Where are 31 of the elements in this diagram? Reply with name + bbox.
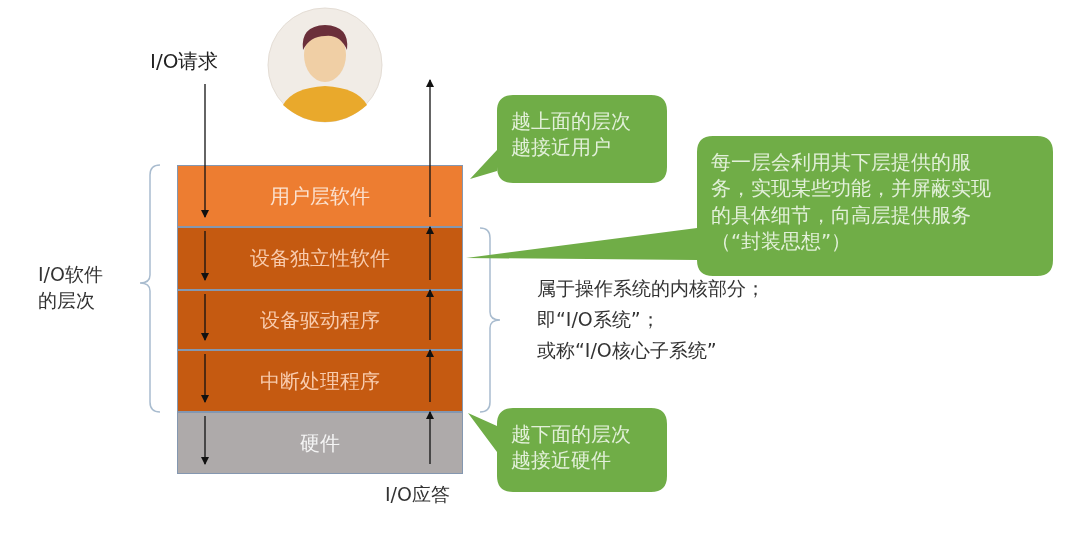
arrow bbox=[201, 353, 209, 403]
arrow bbox=[201, 293, 209, 341]
bubble-text: 越下面的层次越接近硬件 bbox=[511, 422, 632, 475]
arrow bbox=[201, 230, 209, 281]
layer-name: 硬件 bbox=[300, 429, 340, 457]
layer-box bbox=[177, 412, 463, 474]
layer-box bbox=[177, 290, 463, 350]
layer-box bbox=[177, 350, 463, 412]
arrow bbox=[426, 289, 434, 341]
arrow bbox=[426, 411, 434, 465]
layer-name: 用户层软件 bbox=[270, 182, 370, 210]
bubble-text: 越上面的层次越接近用户 bbox=[511, 109, 632, 162]
arrow bbox=[426, 226, 434, 281]
speech-bubble bbox=[470, 95, 667, 185]
layer-name: 设备独立性软件 bbox=[250, 245, 390, 272]
layer-box bbox=[177, 227, 463, 290]
arrow bbox=[426, 349, 434, 403]
axis-label: I/O应答 bbox=[385, 482, 451, 507]
io-label: I/O请求 bbox=[150, 48, 260, 80]
arrow bbox=[201, 415, 209, 465]
arrow bbox=[201, 83, 209, 218]
annotation-text: 即“I/O系统”； bbox=[537, 307, 661, 332]
annotation-text: 或称“I/O核心子系统” bbox=[537, 338, 718, 363]
layer-name: 设备驱动程序 bbox=[260, 306, 380, 334]
annotation-text: 属于操作系统的内核部分； bbox=[537, 276, 766, 301]
bubble-text: 每一层会利用其下层提供的服务，实现某些功能，并屏蔽实现的具体细节，向高层提供服务（“封装思想”） bbox=[711, 150, 992, 255]
speech-bubble bbox=[468, 408, 667, 494]
layer-name: 中断处理程序 bbox=[260, 367, 380, 395]
layer-box bbox=[177, 165, 463, 227]
brace-label: I/O软件的层次 bbox=[38, 262, 104, 313]
arrow bbox=[426, 79, 434, 218]
